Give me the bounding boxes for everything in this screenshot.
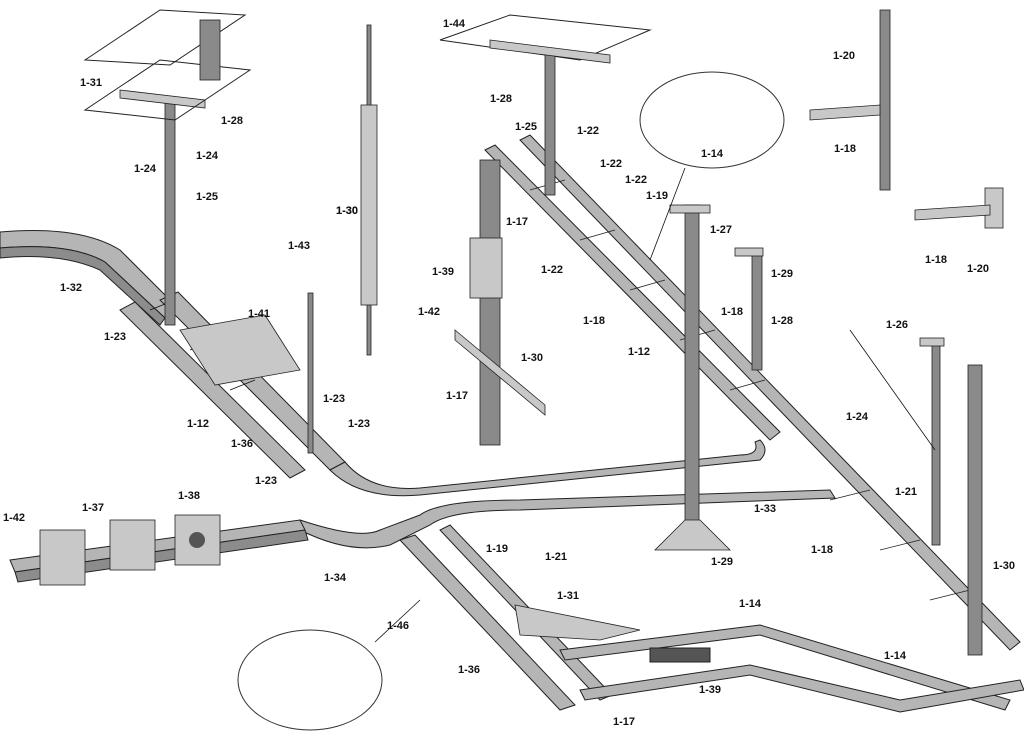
- label-1-29b: 1-29: [711, 556, 734, 568]
- label-1-30c: 1-30: [521, 352, 544, 364]
- label-1-44: 1-44: [443, 18, 466, 30]
- label-1-18c: 1-18: [834, 143, 857, 155]
- label-1-21b: 1-21: [545, 551, 568, 563]
- label-1-41: 1-41: [248, 308, 271, 320]
- label-1-17c: 1-17: [613, 716, 636, 728]
- tray-main-diagonal: [119, 291, 346, 479]
- label-1-38: 1-38: [178, 490, 201, 502]
- label-1-14b: 1-14: [739, 598, 762, 610]
- label-1-28b: 1-28: [490, 93, 513, 105]
- label-1-17b: 1-17: [446, 390, 469, 402]
- label-1-14c: 1-14: [884, 650, 907, 662]
- label-1-22d: 1-22: [541, 264, 564, 276]
- label-1-25b: 1-25: [515, 121, 538, 133]
- label-1-26: 1-26: [886, 319, 909, 331]
- label-1-17: 1-17: [506, 216, 529, 228]
- label-1-30d: 1-30: [993, 560, 1016, 572]
- label-1-30b: 1-30: [336, 205, 359, 217]
- tray-right-ladder: [484, 134, 1021, 651]
- label-1-46: 1-46: [387, 620, 410, 632]
- label-1-22b: 1-22: [600, 158, 623, 170]
- label-1-43: 1-43: [288, 240, 311, 252]
- label-1-23c: 1-23: [348, 418, 371, 430]
- label-1-32: 1-32: [60, 282, 83, 294]
- label-1-19b: 1-19: [486, 543, 509, 555]
- label-1-30: 1-30: [336, 205, 359, 217]
- tray-center-cross: [299, 439, 836, 549]
- tray-left-curve: [0, 230, 181, 326]
- label-1-42b: 1-42: [3, 512, 26, 524]
- label-1-37: 1-37: [82, 502, 105, 514]
- label-1-14: 1-14: [701, 148, 724, 160]
- label-1-39b: 1-39: [699, 684, 722, 696]
- label-1-24: 1-24: [196, 150, 219, 162]
- label-1-20: 1-20: [833, 50, 856, 62]
- label-1-23b: 1-23: [323, 393, 346, 405]
- label-1-28: 1-28: [221, 115, 244, 127]
- label-1-36: 1-36: [231, 438, 254, 450]
- label-1-18b: 1-18: [721, 306, 744, 318]
- label-1-42: 1-42: [418, 306, 441, 318]
- label-1-22: 1-22: [577, 125, 600, 137]
- label-1-19: 1-19: [646, 190, 669, 202]
- detail-bubbles: [237, 71, 785, 731]
- label-1-27: 1-27: [710, 224, 733, 236]
- label-1-31b: 1-31: [557, 590, 580, 602]
- label-1-29: 1-29: [771, 268, 794, 280]
- label-1-34: 1-34: [324, 572, 347, 584]
- label-1-36b: 1-36: [458, 664, 481, 676]
- label-1-21: 1-21: [895, 486, 918, 498]
- label-1-33: 1-33: [754, 503, 777, 515]
- label-1-18e: 1-18: [811, 544, 834, 556]
- label-1-31: 1-31: [80, 77, 103, 89]
- label-1-24b: 1-24: [134, 163, 157, 175]
- label-1-22c: 1-22: [625, 174, 648, 186]
- supports: [83, 9, 1004, 656]
- label-1-18d: 1-18: [925, 254, 948, 266]
- label-1-25: 1-25: [196, 191, 219, 203]
- tray-lower-branch: [399, 524, 1024, 713]
- label-1-28c: 1-28: [771, 315, 794, 327]
- label-1-23: 1-23: [104, 331, 127, 343]
- label-1-23d: 1-23: [255, 475, 278, 487]
- label-1-12: 1-12: [187, 418, 210, 430]
- label-1-18: 1-18: [583, 315, 606, 327]
- accessory-plates: [39, 514, 221, 586]
- label-1-12b: 1-12: [628, 346, 651, 358]
- label-1-20b: 1-20: [967, 263, 990, 275]
- label-1-24c: 1-24: [846, 411, 869, 423]
- label-1-39: 1-39: [432, 266, 455, 278]
